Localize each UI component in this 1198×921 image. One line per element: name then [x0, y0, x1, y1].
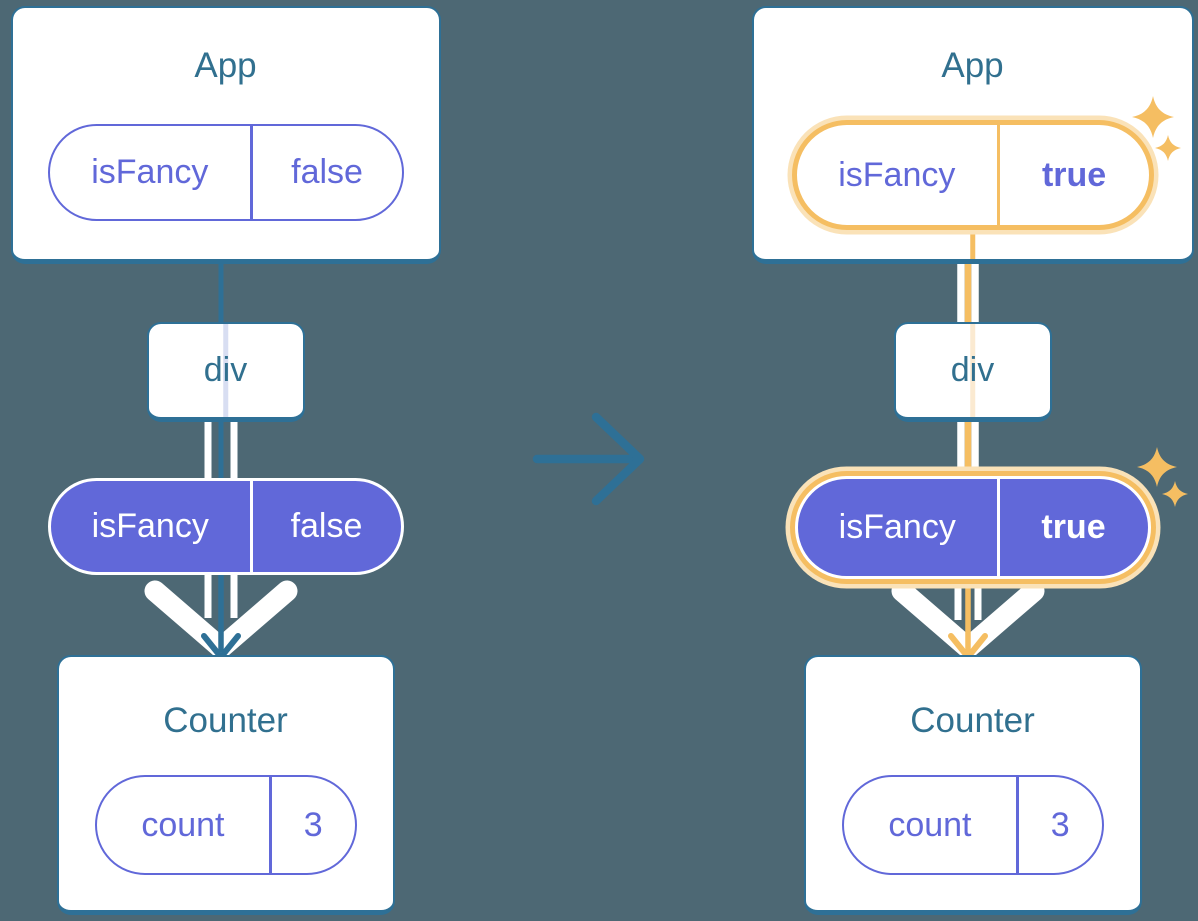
prop-value: true — [1041, 155, 1107, 194]
div-card: div — [893, 322, 1052, 422]
prop-name: isFancy — [838, 155, 956, 194]
div-card: div — [146, 322, 305, 422]
passed-prop-value: false — [290, 507, 363, 545]
passed-prop-value: true — [1041, 508, 1106, 546]
state-value: 3 — [303, 805, 323, 844]
sparkle-icon — [1132, 96, 1174, 138]
pill-divider — [997, 125, 1000, 225]
pill-divider — [250, 481, 253, 572]
counter-title: Counter — [910, 701, 1035, 740]
before-diagram: App isFancy false div isFancy false Coun… — [0, 0, 451, 921]
counter-title: Counter — [163, 701, 288, 740]
pill-divider — [997, 479, 1000, 576]
passed-prop-name: isFancy — [838, 508, 956, 546]
app-title: App — [194, 46, 257, 85]
through-line — [969, 324, 976, 417]
through-line — [222, 324, 229, 417]
prop-value: false — [291, 153, 363, 191]
prop-flow-lines — [891, 262, 1045, 660]
app-title: App — [941, 46, 1004, 85]
passed-prop-name: isFancy — [91, 507, 209, 545]
sparkle-icon — [1162, 481, 1188, 507]
after-diagram: App isFancy true div isFancy true — [747, 0, 1198, 921]
pill-divider — [269, 777, 272, 873]
passed-prop-pill-highlighted: isFancy true — [794, 476, 1151, 579]
div-label: div — [203, 351, 248, 389]
right-arrow-icon — [532, 412, 645, 506]
pill-divider — [250, 126, 253, 219]
state-pill: count 3 — [94, 775, 357, 875]
prop-pill: isFancy false — [47, 124, 404, 221]
state-value: 3 — [1050, 805, 1070, 844]
prop-name: isFancy — [91, 153, 209, 191]
div-label: div — [950, 351, 995, 389]
prop-pill-highlighted: isFancy true — [791, 120, 1154, 230]
state-name: count — [141, 805, 225, 844]
sparkle-icon — [1137, 447, 1177, 487]
state-name: count — [888, 805, 972, 844]
sparkle-icon — [1155, 135, 1181, 161]
prop-flow-line — [969, 233, 976, 259]
passed-prop-pill: isFancy false — [47, 478, 404, 575]
state-pill: count 3 — [841, 775, 1104, 875]
pill-divider — [1016, 777, 1019, 873]
